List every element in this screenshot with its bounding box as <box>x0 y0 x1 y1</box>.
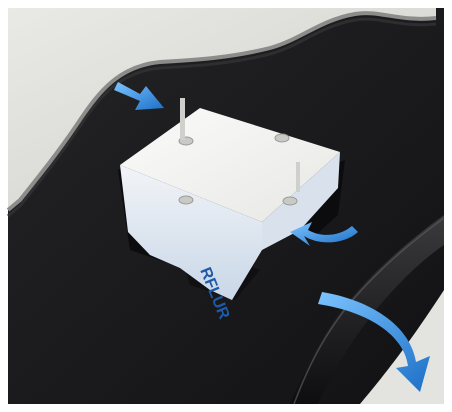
bolt-hole-4 <box>283 197 297 205</box>
bolt-hole-2 <box>275 134 289 142</box>
rod-1 <box>180 98 185 140</box>
bolt-hole-3 <box>179 196 193 204</box>
rod-2 <box>296 162 300 192</box>
